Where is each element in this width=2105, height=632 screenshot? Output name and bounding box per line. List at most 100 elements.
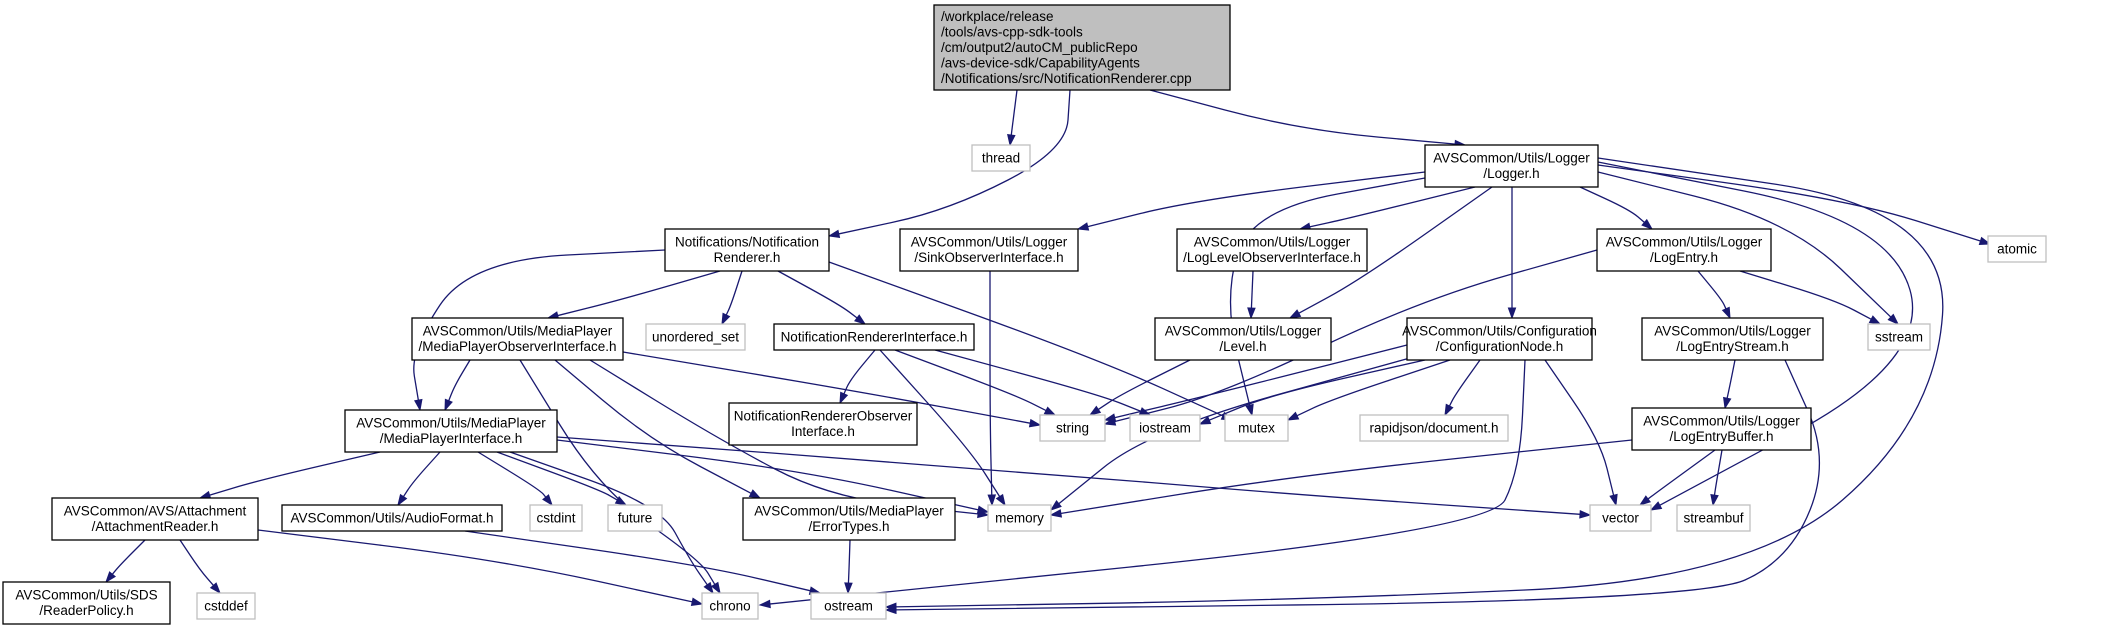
- node-errortypes[interactable]: AVSCommon/Utils/MediaPlayer/ErrorTypes.h: [742, 497, 956, 541]
- edge-line: [556, 436, 1583, 516]
- node-readerpolicy[interactable]: AVSCommon/Utils/SDS/ReaderPolicy.h: [2, 581, 171, 625]
- node-label-line: /avs-device-sdk/CapabilityAgents: [941, 55, 1140, 70]
- node-box: [1676, 504, 1751, 532]
- edge-notifrend-to-nri: [777, 270, 867, 325]
- node-label-line: future: [618, 510, 653, 525]
- edge-line: [1085, 171, 1426, 228]
- node-label-line: AVSCommon/AVS/Attachment: [64, 504, 247, 519]
- arrowhead: [721, 312, 731, 326]
- edge-line: [842, 349, 876, 396]
- node-box: [1154, 317, 1332, 361]
- edge-logger-to-mutex: [1229, 177, 1426, 417]
- edge-logger-to-ostream: [884, 157, 1944, 612]
- edge-errortypes-to-ostream: [844, 539, 853, 595]
- node-label-line: cstddef: [204, 598, 248, 613]
- arrowhead: [1245, 403, 1254, 417]
- node-label-line: /ConfigurationNode.h: [1436, 339, 1564, 354]
- node-cstdint: cstdint: [529, 504, 583, 532]
- node-box: [196, 592, 256, 620]
- node-label-line: AVSCommon/Utils/SDS: [15, 588, 157, 603]
- edge-line: [1726, 359, 1736, 401]
- node-confnode[interactable]: AVSCommon/Utils/Configuration/Configurat…: [1402, 317, 1597, 361]
- node-nri[interactable]: NotificationRendererInterface.h: [773, 323, 975, 351]
- node-future: future: [607, 504, 663, 532]
- node-logentrystream[interactable]: AVSCommon/Utils/Logger/LogEntryStream.h: [1641, 317, 1824, 361]
- arrowhead: [1076, 222, 1090, 231]
- edge-notifrend-to-unordered: [721, 270, 743, 326]
- edge-mpobs-to-mpi: [444, 359, 471, 412]
- arrowhead: [105, 571, 117, 584]
- edge-line: [1096, 359, 1191, 412]
- arrowhead: [614, 496, 628, 506]
- node-label-line: /MediaPlayerObserverInterface.h: [418, 339, 616, 354]
- edge-line: [401, 451, 441, 499]
- edge-root-to-notifrend: [827, 89, 1071, 239]
- edge-line: [257, 529, 695, 603]
- node-box: [344, 409, 558, 453]
- edge-logger-to-atomic: [1597, 164, 1992, 245]
- node-label-line: NotificationRendererInterface.h: [781, 329, 968, 344]
- arrowhead: [1247, 307, 1256, 320]
- edge-mpi-to-cstdint: [477, 451, 553, 507]
- edge-line: [1294, 359, 1451, 418]
- node-attreader[interactable]: AVSCommon/AVS/Attachment/AttachmentReade…: [51, 497, 259, 541]
- arrowhead: [542, 494, 553, 507]
- node-label-line: atomic: [1997, 241, 2037, 256]
- edge-line: [1207, 359, 1426, 422]
- node-vector: vector: [1589, 504, 1652, 532]
- edge-attreader-to-cstddef: [179, 539, 221, 595]
- node-label-line: /LogEntry.h: [1650, 250, 1718, 265]
- node-box: [773, 323, 975, 351]
- node-label-line: /MediaPlayerInterface.h: [380, 431, 523, 446]
- node-label-line: /LogEntryBuffer.h: [1669, 429, 1773, 444]
- node-box: [1406, 317, 1593, 361]
- edge-line: [622, 351, 1033, 425]
- node-loglevelobs[interactable]: AVSCommon/Utils/Logger/LogLevelObserverI…: [1176, 228, 1368, 272]
- node-box: [529, 504, 583, 532]
- edge-line: [1296, 186, 1493, 315]
- arrowhead: [1049, 500, 1062, 511]
- edge-root-to-thread: [1007, 89, 1018, 147]
- edge-logentrystream-to-logentrybuffer: [1723, 359, 1736, 410]
- node-root[interactable]: /workplace/release/tools/avs-cpp-sdk-too…: [933, 4, 1231, 91]
- node-audioformat[interactable]: AVSCommon/Utils/AudioFormat.h: [281, 504, 503, 532]
- node-box: [1224, 414, 1289, 442]
- node-box: [1631, 407, 1812, 451]
- arrowhead: [839, 391, 849, 405]
- edge-line: [828, 261, 1225, 418]
- node-label-line: AVSCommon/Utils/MediaPlayer: [423, 324, 613, 339]
- node-label-line: iostream: [1139, 420, 1191, 435]
- arrowhead: [1444, 403, 1454, 417]
- arrowhead: [209, 582, 221, 595]
- node-level[interactable]: AVSCommon/Utils/Logger/Level.h: [1154, 317, 1332, 361]
- arrowhead: [690, 597, 704, 606]
- node-logger[interactable]: AVSCommon/Utils/Logger/Logger.h: [1424, 144, 1599, 188]
- arrowhead: [758, 599, 771, 609]
- node-thread: thread: [971, 144, 1031, 172]
- edge-line: [893, 359, 1821, 611]
- node-box: [1129, 414, 1201, 442]
- node-notifrend[interactable]: Notifications/NotificationRenderer.h: [664, 228, 830, 272]
- node-mpobs[interactable]: AVSCommon/Utils/MediaPlayer/MediaPlayerO…: [411, 317, 624, 361]
- arrowhead: [1286, 411, 1300, 421]
- arrowhead: [1579, 509, 1592, 519]
- node-logentry[interactable]: AVSCommon/Utils/Logger/LogEntry.h: [1596, 228, 1772, 272]
- edge-line: [555, 270, 721, 317]
- edge-line: [1579, 186, 1647, 225]
- node-label-line: NotificationRendererObserver: [734, 409, 913, 424]
- edge-line: [464, 530, 813, 592]
- node-box: [810, 592, 887, 620]
- node-sstream: sstream: [1867, 323, 1931, 351]
- node-label-line: AVSCommon/Utils/Logger: [911, 235, 1068, 250]
- node-label-line: memory: [995, 510, 1044, 525]
- node-string: string: [1039, 414, 1106, 442]
- edge-mpi-to-vector: [556, 436, 1592, 519]
- node-mpi[interactable]: AVSCommon/Utils/MediaPlayer/MediaPlayerI…: [344, 409, 558, 453]
- arrowhead: [1978, 236, 1992, 245]
- node-sinkobs[interactable]: AVSCommon/Utils/Logger/SinkObserverInter…: [899, 228, 1079, 272]
- arrowhead: [1887, 313, 1900, 326]
- node-logentrybuffer[interactable]: AVSCommon/Utils/Logger/LogEntryBuffer.h: [1631, 407, 1812, 451]
- node-label-line: vector: [1602, 510, 1639, 525]
- arrowhead: [444, 398, 453, 412]
